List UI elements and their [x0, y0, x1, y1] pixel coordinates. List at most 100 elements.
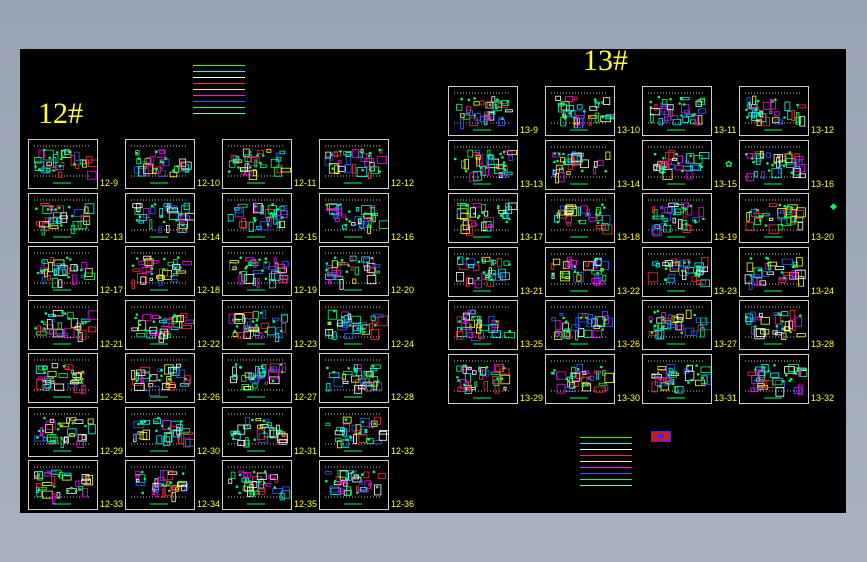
- sheet-label: 13-17: [520, 232, 544, 242]
- drawing-sheet-thumbnail[interactable]: [545, 193, 615, 243]
- legend-line: [580, 467, 632, 468]
- drawing-sheet-thumbnail[interactable]: [28, 246, 98, 296]
- legend-line: [193, 101, 245, 102]
- drawing-sheet-thumbnail[interactable]: [448, 86, 518, 136]
- sheet-label: 12-17: [100, 285, 124, 295]
- drawing-sheet-thumbnail[interactable]: [448, 246, 518, 297]
- drawing-sheet-thumbnail[interactable]: [545, 139, 615, 190]
- drawing-sheet-thumbnail[interactable]: [28, 406, 98, 457]
- sheet-label: 13-21: [520, 285, 544, 296]
- sheet-label: 12-10: [197, 178, 221, 188]
- drawing-sheet-thumbnail[interactable]: [739, 246, 809, 297]
- drawing-sheet-thumbnail[interactable]: [125, 299, 195, 350]
- sheet-label: 12-21: [100, 338, 124, 349]
- drawing-sheet-thumbnail[interactable]: [545, 300, 615, 350]
- sheet-label: 12-32: [391, 445, 415, 456]
- drawing-sheet-thumbnail[interactable]: [319, 406, 389, 457]
- sheet-label: 13-9: [520, 125, 539, 135]
- drawing-sheet-thumbnail[interactable]: [448, 139, 518, 190]
- drawing-sheet-thumbnail[interactable]: [739, 139, 809, 190]
- sheet-label: 13-30: [617, 392, 641, 403]
- legend-line: [193, 83, 245, 84]
- stamp-icon: [651, 431, 671, 442]
- drawing-sheet-thumbnail[interactable]: [739, 86, 809, 136]
- legend-line: [193, 95, 245, 96]
- drawing-sheet-thumbnail[interactable]: [319, 192, 389, 243]
- sheet-label: 12-28: [391, 392, 415, 402]
- sheet-label: 12-9: [100, 178, 119, 188]
- drawing-sheet-thumbnail[interactable]: [28, 353, 98, 403]
- drawing-sheet-thumbnail[interactable]: [222, 192, 292, 243]
- sheet-label: 13-24: [811, 285, 835, 296]
- drawing-sheet-thumbnail[interactable]: [222, 460, 292, 510]
- drawing-sheet-thumbnail[interactable]: [545, 86, 615, 136]
- sheet-label: 12-15: [294, 231, 318, 242]
- drawing-sheet-thumbnail[interactable]: [319, 246, 389, 296]
- sheet-label: 12-19: [294, 285, 318, 295]
- sheet-label: 12-25: [100, 392, 124, 402]
- legend-line: [193, 77, 245, 78]
- legend-line: [193, 113, 245, 114]
- sheet-label: 13-15: [714, 178, 738, 189]
- sheet-label: 13-16: [811, 178, 835, 189]
- legend-line: [193, 89, 245, 90]
- stray-symbol: ✿: [725, 159, 733, 169]
- drawing-sheet-thumbnail[interactable]: [222, 406, 292, 457]
- drawing-sheet-thumbnail[interactable]: [319, 353, 389, 403]
- sheet-label: 13-11: [714, 125, 737, 135]
- drawing-sheet-thumbnail[interactable]: [28, 460, 98, 510]
- drawing-sheet-thumbnail[interactable]: [222, 246, 292, 296]
- sheet-label: 12-13: [100, 231, 124, 242]
- sheet-label: 13-18: [617, 232, 641, 242]
- drawing-sheet-thumbnail[interactable]: [739, 193, 809, 243]
- legend-line: [580, 473, 632, 474]
- drawing-sheet-thumbnail[interactable]: [28, 192, 98, 243]
- drawing-sheet-thumbnail[interactable]: [642, 353, 712, 404]
- drawing-sheet-thumbnail[interactable]: [319, 139, 389, 189]
- legend-line: [580, 479, 632, 480]
- sheet-label: 12-27: [294, 392, 318, 402]
- drawing-sheet-thumbnail[interactable]: [222, 353, 292, 403]
- drawing-sheet-thumbnail[interactable]: [28, 139, 98, 189]
- drawing-sheet-thumbnail[interactable]: [739, 300, 809, 350]
- drawing-sheet-thumbnail[interactable]: [642, 86, 712, 136]
- drawing-sheet-thumbnail[interactable]: [448, 353, 518, 404]
- drawing-sheet-thumbnail[interactable]: [125, 460, 195, 510]
- sheet-label: 13-20: [811, 232, 835, 242]
- sheet-label: 13-27: [714, 339, 738, 349]
- drawing-sheet-thumbnail[interactable]: [545, 246, 615, 297]
- sheet-label: 12-20: [391, 285, 415, 295]
- drawing-sheet-thumbnail[interactable]: [642, 193, 712, 243]
- drawing-sheet-thumbnail[interactable]: [222, 139, 292, 189]
- sheet-label: 12-30: [197, 445, 221, 456]
- sheet-label: 12-12: [391, 178, 415, 188]
- drawing-sheet-thumbnail[interactable]: [739, 353, 809, 404]
- drawing-sheet-thumbnail[interactable]: [125, 139, 195, 189]
- sheet-label: 13-22: [617, 285, 641, 296]
- drawing-sheet-thumbnail[interactable]: [319, 460, 389, 510]
- drawing-sheet-thumbnail[interactable]: [545, 353, 615, 404]
- sheet-label: 13-12: [811, 125, 835, 135]
- sheet-label: 12-31: [294, 445, 318, 456]
- sheet-label: 12-34: [197, 499, 221, 509]
- sheet-label: 13-14: [617, 178, 641, 189]
- drawing-sheet-thumbnail[interactable]: [125, 192, 195, 243]
- drawing-sheet-thumbnail[interactable]: [642, 139, 712, 190]
- legend-line: [193, 65, 245, 66]
- drawing-sheet-thumbnail[interactable]: [125, 246, 195, 296]
- drawing-sheet-thumbnail[interactable]: [222, 299, 292, 350]
- drawing-sheet-thumbnail[interactable]: [125, 406, 195, 457]
- sheet-label: 13-31: [714, 392, 738, 403]
- drawing-sheet-thumbnail[interactable]: [642, 246, 712, 297]
- sheet-label: 12-23: [294, 338, 318, 349]
- drawing-sheet-thumbnail[interactable]: [642, 300, 712, 350]
- drawing-sheet-thumbnail[interactable]: [28, 299, 98, 350]
- group-title-13: 13#: [583, 49, 628, 77]
- sheet-label: 13-13: [520, 178, 544, 189]
- drawing-sheet-thumbnail[interactable]: [448, 300, 518, 350]
- drawing-sheet-thumbnail[interactable]: [448, 193, 518, 243]
- legend-line: [580, 455, 632, 456]
- drawing-sheet-thumbnail[interactable]: [319, 299, 389, 350]
- drawing-sheet-thumbnail[interactable]: [125, 353, 195, 403]
